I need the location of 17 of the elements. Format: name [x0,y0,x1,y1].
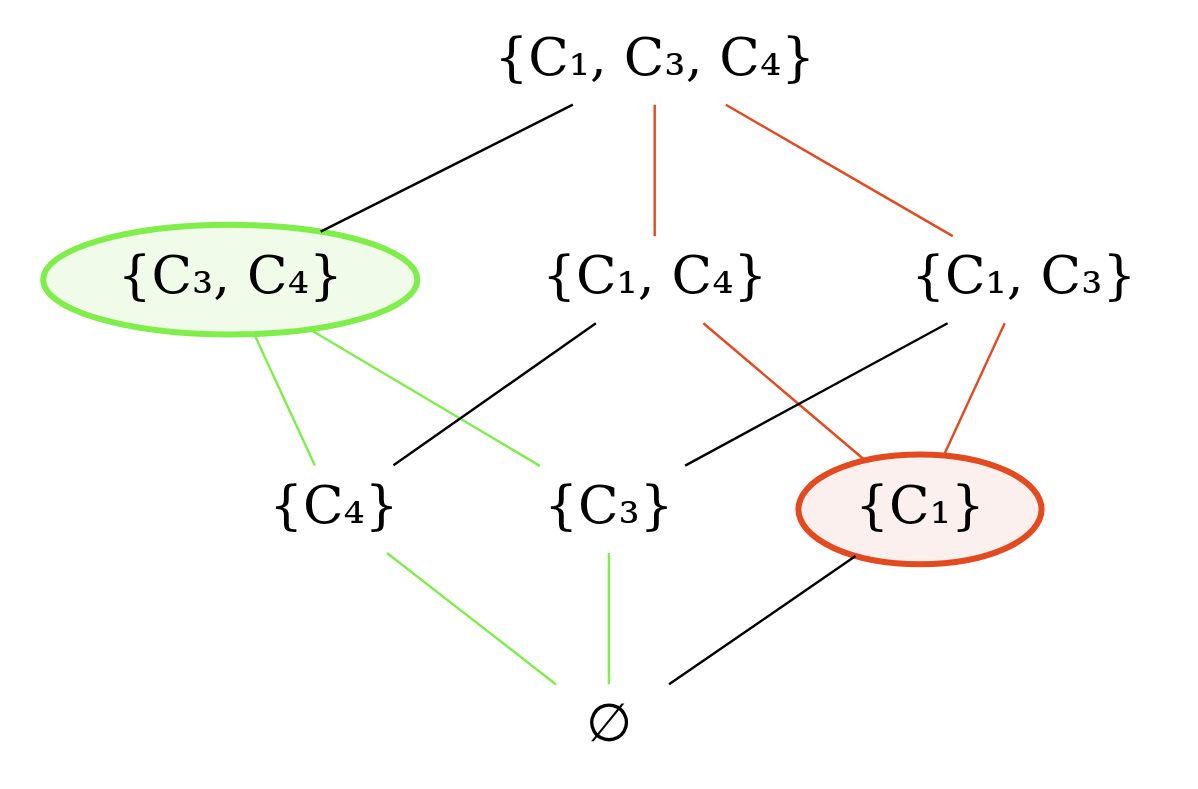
node-text: {C₁, C₃, C₄} [493,25,815,88]
connector [653,104,656,237]
node-text: ∅ [585,692,632,755]
node-text: {C₁, C₃} [910,244,1136,307]
node-text: {C₁, C₄} [541,244,767,307]
node-ellipse: {C₃, C₄} [39,221,420,338]
connector [684,322,948,467]
connector [607,553,610,685]
connector [702,322,866,462]
connector [724,103,953,238]
connector [385,552,557,686]
node-text: {C₃} [543,473,674,536]
node-text: {C₄} [268,473,399,536]
node-ellipse: {C₁} [794,451,1045,568]
connector [667,555,856,686]
connector [319,103,573,233]
connector [392,322,597,467]
